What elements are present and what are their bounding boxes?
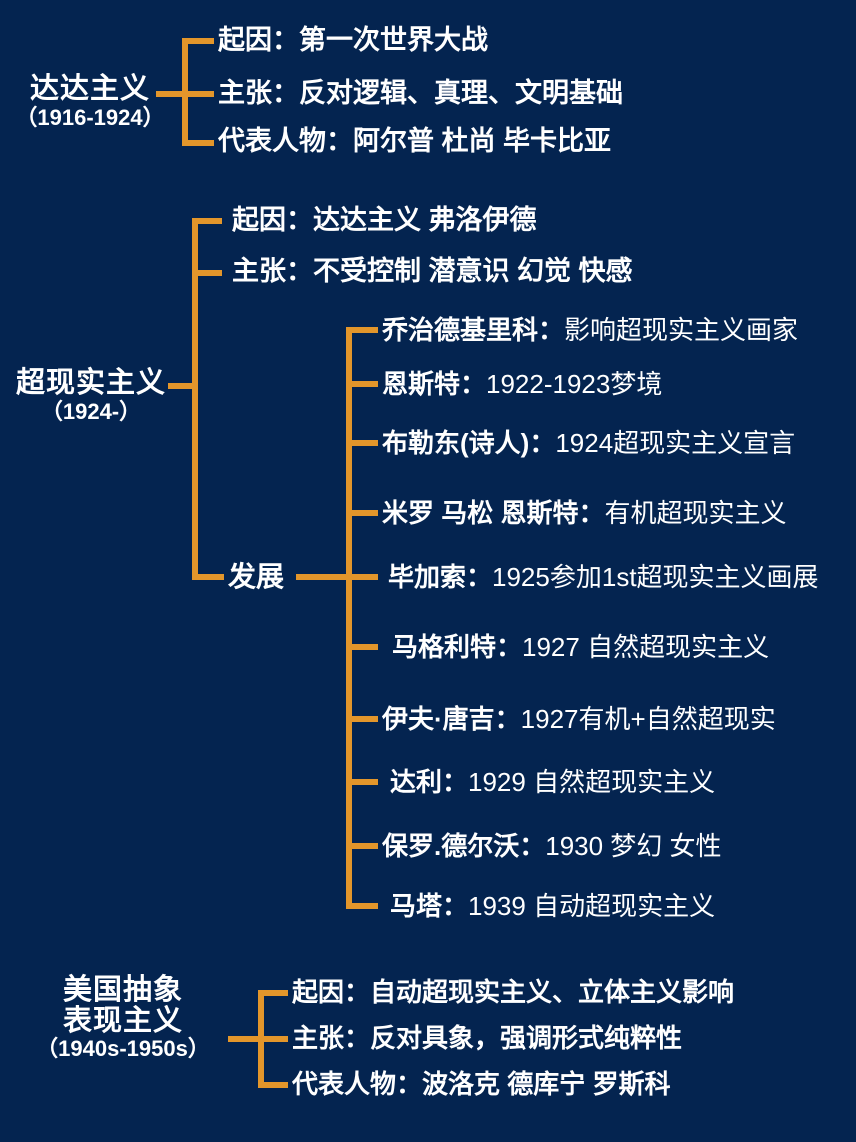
leaf-surrealism-0: 起因：达达主义 弗洛伊德 <box>232 207 537 234</box>
leaf-development-9: 马塔：1939 自动超现实主义 <box>390 893 715 919</box>
leaf-american-0: 起因：自动超现实主义、立体主义影响 <box>292 979 734 1005</box>
connector-stem-surrealism <box>168 383 198 389</box>
leaf-value: 第一次世界大战 <box>299 25 488 55</box>
leaf-american-2: 代表人物：波洛克 德库宁 罗斯科 <box>292 1071 670 1097</box>
leaf-development-6: 伊夫·唐吉：1927有机+自然超现实 <box>382 706 776 732</box>
branch-label-surrealism: 超现实主义 （1924-） <box>0 368 182 423</box>
connector-stub-dev-3 <box>346 510 378 516</box>
connector-stub-dev-7 <box>346 779 378 785</box>
leaf-key: 主张： <box>218 78 299 108</box>
connector-stub-dev-2 <box>346 440 378 446</box>
connector-stub-surrealism-1 <box>192 218 222 224</box>
connector-stub-surrealism-dev <box>192 574 224 580</box>
branch-title-line2: 表现主义 <box>62 1004 183 1037</box>
leaf-value: 反对逻辑、真理、文明基础 <box>299 78 623 108</box>
leaf-development-0: 乔治德基里科：影响超现实主义画家 <box>382 317 798 343</box>
connector-stem-dadaism <box>156 91 188 97</box>
branch-title-dadaism: 达达主义 <box>29 73 150 105</box>
leaf-key: 主张： <box>232 256 313 286</box>
leaf-development-4: 毕加索：1925参加1st超现实主义画展 <box>388 564 819 590</box>
leaf-dadaism-1: 主张：反对逻辑、真理、文明基础 <box>218 80 623 107</box>
leaf-development-5: 马格利特：1927 自然超现实主义 <box>392 634 769 660</box>
sub-branch-label-development: 发展 <box>228 561 285 592</box>
branch-title-surrealism: 超现实主义 <box>15 367 166 399</box>
connector-stub-dadaism-3 <box>182 140 214 146</box>
connector-stem-american <box>228 1036 262 1042</box>
leaf-value: 1930 梦幻 女性 <box>545 831 722 861</box>
leaf-value: 达达主义 弗洛伊德 <box>313 205 537 235</box>
connector-stub-dev-6 <box>346 716 378 722</box>
branch-years-american-abstract-expressionism: （1940s-1950s） <box>36 1036 210 1062</box>
leaf-key: 主张： <box>292 1023 371 1053</box>
branch-label-dadaism: 达达主义 （1916-1924） <box>0 74 180 129</box>
leaf-value: 1927有机+自然超现实 <box>520 704 776 734</box>
leaf-value: 反对具象，强调形式纯粹性 <box>370 1023 683 1053</box>
leaf-key: 起因： <box>218 25 299 55</box>
leaf-value: 1922-1923梦境 <box>486 369 663 399</box>
branch-label-american-abstract-expressionism: 美国抽象 表现主义 （1940s-1950s） <box>18 975 228 1061</box>
leaf-development-8: 保罗.德尔沃：1930 梦幻 女性 <box>382 833 722 859</box>
leaf-value: 影响超现实主义画家 <box>564 315 799 345</box>
connector-stub-dadaism-1 <box>182 38 214 44</box>
leaf-development-2: 布勒东(诗人)：1924超现实主义宣言 <box>382 430 795 456</box>
leaf-value: 不受控制 潜意识 幻觉 快感 <box>313 256 633 286</box>
leaf-key: 马塔： <box>390 891 469 921</box>
leaf-key: 起因： <box>292 977 371 1007</box>
connector-stub-american-3 <box>258 1082 288 1088</box>
leaf-dadaism-2: 代表人物：阿尔普 杜尚 毕卡比亚 <box>218 128 611 155</box>
connector-spine-surrealism <box>192 218 198 580</box>
leaf-key: 乔治德基里科： <box>382 315 565 345</box>
connector-stub-dev-8 <box>346 843 378 849</box>
connector-stub-american-1 <box>258 990 288 996</box>
connector-subspine-development <box>346 327 352 907</box>
leaf-value: 自动超现实主义、立体主义影响 <box>370 977 735 1007</box>
connector-stub-dev-4 <box>346 574 378 580</box>
leaf-key: 代表人物： <box>218 126 353 156</box>
branch-years-dadaism: （1916-1924） <box>15 104 165 130</box>
leaf-key: 起因： <box>232 205 313 235</box>
leaf-value: 波洛克 德库宁 罗斯科 <box>422 1069 671 1099</box>
leaf-dadaism-0: 起因：第一次世界大战 <box>218 27 488 54</box>
leaf-value: 有机超现实主义 <box>604 498 787 528</box>
leaf-key: 马格利特： <box>392 632 523 662</box>
leaf-value: 1924超现实主义宣言 <box>555 428 796 458</box>
leaf-key: 毕加索： <box>388 562 493 592</box>
leaf-key: 伊夫·唐吉： <box>382 704 521 734</box>
branch-title-line1: 美国抽象 <box>62 974 183 1006</box>
leaf-value: 阿尔普 杜尚 毕卡比亚 <box>353 126 612 156</box>
connector-stub-dadaism-2 <box>182 91 214 97</box>
leaf-value: 1927 自然超现实主义 <box>522 632 770 662</box>
connector-stub-dev-5 <box>346 644 378 650</box>
leaf-key: 恩斯特： <box>382 369 487 399</box>
leaf-key: 代表人物： <box>292 1069 423 1099</box>
branch-years-surrealism: （1924-） <box>40 398 142 424</box>
connector-stub-american-2 <box>258 1036 288 1042</box>
connector-stub-dev-0 <box>346 327 378 333</box>
leaf-key: 保罗.德尔沃： <box>382 831 546 861</box>
leaf-surrealism-1: 主张：不受控制 潜意识 幻觉 快感 <box>232 258 633 285</box>
leaf-american-1: 主张：反对具象，强调形式纯粹性 <box>292 1025 682 1051</box>
leaf-development-3: 米罗 马松 恩斯特：有机超现实主义 <box>382 500 786 526</box>
connector-stub-dev-9 <box>346 903 378 909</box>
leaf-development-1: 恩斯特：1922-1923梦境 <box>382 371 662 397</box>
leaf-key: 达利： <box>390 767 469 797</box>
leaf-key: 布勒东(诗人)： <box>382 428 556 458</box>
leaf-value: 1925参加1st超现实主义画展 <box>492 562 819 592</box>
connector-development-to-subspine <box>296 574 350 580</box>
leaf-key: 米罗 马松 恩斯特： <box>382 498 605 528</box>
leaf-value: 1929 自然超现实主义 <box>468 767 716 797</box>
leaf-development-7: 达利：1929 自然超现实主义 <box>390 769 715 795</box>
leaf-value: 1939 自动超现实主义 <box>468 891 716 921</box>
connector-stub-dev-1 <box>346 381 378 387</box>
connector-stub-surrealism-2 <box>192 270 222 276</box>
